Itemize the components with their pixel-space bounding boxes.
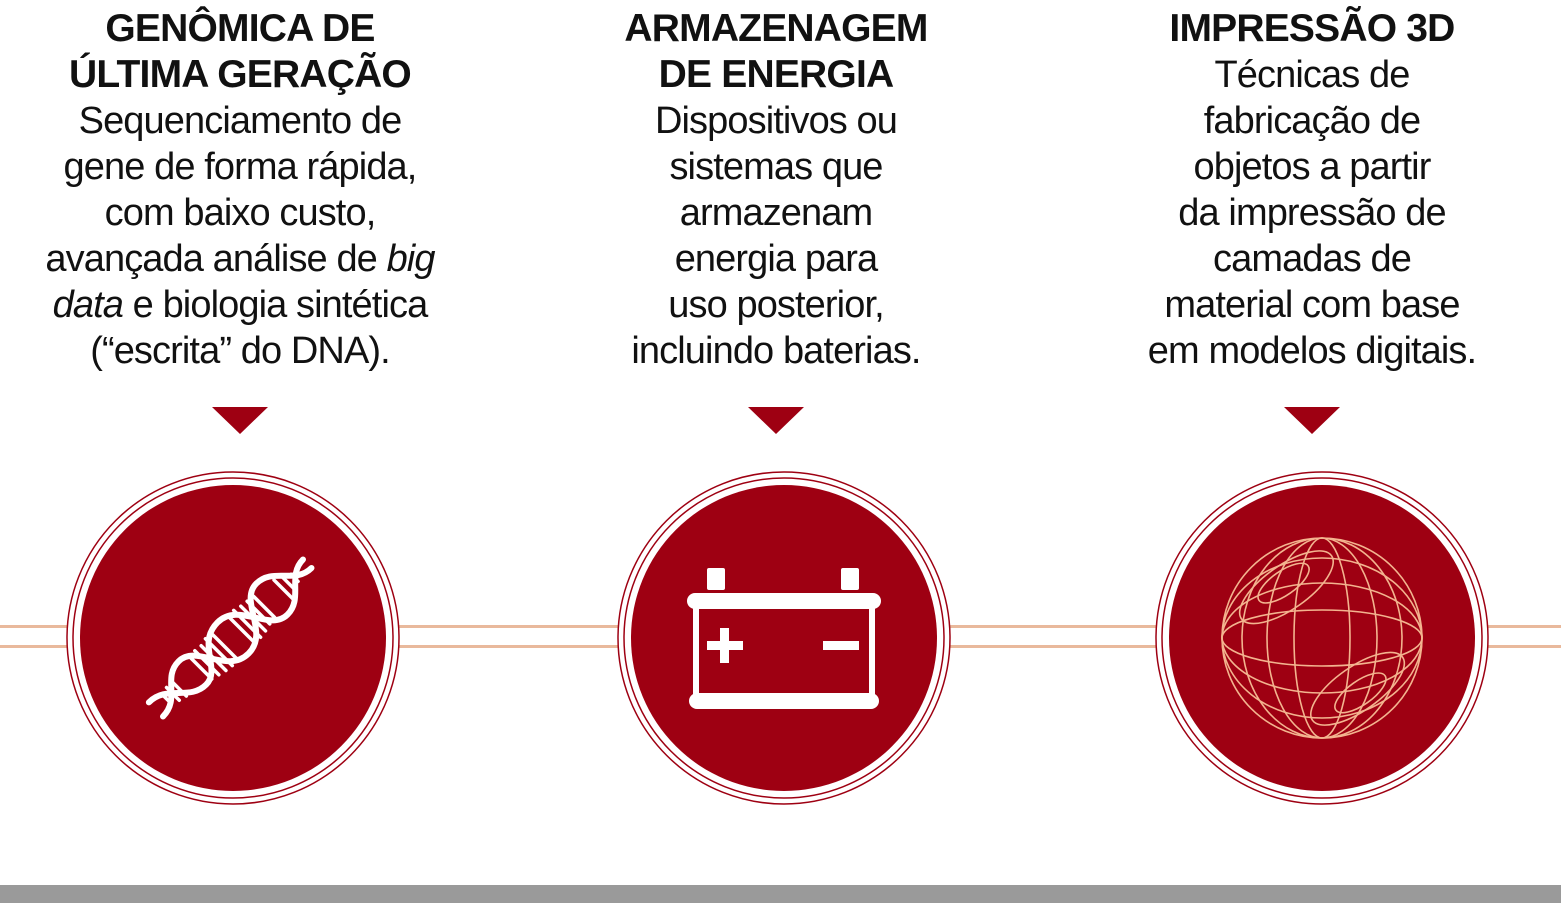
italic-term: data (52, 284, 124, 326)
description-3d-printing: Técnicas de fabricação de objetos a part… (1052, 52, 1561, 374)
body-line: camadas de (1212, 238, 1412, 280)
body-line: sistemas que (669, 146, 883, 188)
title-energy-storage: ARMAZENAGEM DE ENERGIA (516, 6, 1036, 98)
body-text: e biologia sintética (123, 284, 429, 326)
title-line: ARMAZENAGEM (624, 7, 928, 50)
dna-badge (66, 471, 400, 805)
title-line: DE ENERGIA (658, 53, 895, 96)
description-energy-storage: Dispositivos ou sistemas que armazenam e… (516, 98, 1036, 374)
title-line: IMPRESSÃO 3D (1169, 7, 1455, 50)
body-line: material com base (1164, 284, 1460, 326)
title-3d-printing: IMPRESSÃO 3D (1052, 6, 1561, 52)
body-line: avançada análise de big (0, 236, 500, 282)
dna-icon (145, 556, 315, 720)
body-line: (“escrita” do DNA). (90, 330, 391, 372)
body-line: objetos a partir (1193, 146, 1432, 188)
body-line: Técnicas de (1214, 54, 1411, 96)
italic-term: big (386, 238, 436, 280)
pointer-triangle-icon (212, 407, 268, 434)
body-line: gene de forma rápida, (63, 146, 418, 188)
title-genomics: GENÔMICA DE ÚLTIMA GERAÇÃO (0, 6, 500, 98)
body-line: da impressão de (1178, 192, 1446, 234)
body-text: avançada análise de (45, 238, 387, 280)
column-genomics: GENÔMICA DE ÚLTIMA GERAÇÃO Sequenciament… (0, 6, 500, 374)
pointer-triangle-icon (748, 407, 804, 434)
body-line: data e biologia sintética (0, 282, 500, 328)
globe-wireframe-icon (1221, 537, 1423, 739)
body-line: Sequenciamento de (78, 100, 403, 142)
body-line: uso posterior, (668, 284, 884, 326)
body-line: fabricação de (1203, 100, 1421, 142)
body-line: incluindo baterias. (631, 330, 921, 372)
battery-icon (687, 568, 881, 709)
title-line: GENÔMICA DE (105, 7, 375, 50)
battery-badge (617, 471, 951, 805)
body-line: energia para (674, 238, 878, 280)
title-line: ÚLTIMA GERAÇÃO (69, 53, 412, 96)
bottom-bar (0, 885, 1561, 903)
column-energy-storage: ARMAZENAGEM DE ENERGIA Dispositivos ou s… (516, 6, 1036, 374)
body-line: armazenam (679, 192, 873, 234)
body-line: com baixo custo, (104, 192, 377, 234)
pointer-triangle-icon (1284, 407, 1340, 434)
description-genomics: Sequenciamento de gene de forma rápida, … (0, 98, 500, 374)
body-line: Dispositivos ou (654, 100, 898, 142)
body-line: em modelos digitais. (1147, 330, 1477, 372)
3d-print-badge (1155, 471, 1489, 805)
column-3d-printing: IMPRESSÃO 3D Técnicas de fabricação de o… (1052, 6, 1561, 374)
